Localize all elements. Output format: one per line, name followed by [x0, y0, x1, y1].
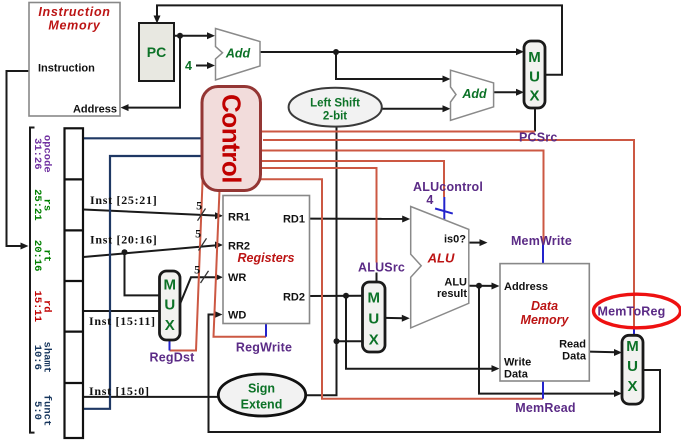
svg-text:25:21: 25:21 — [31, 189, 43, 221]
svg-text:Address: Address — [73, 104, 117, 116]
svg-text:10:6: 10:6 — [31, 345, 43, 370]
svg-text:M: M — [626, 338, 639, 355]
svg-text:Read: Read — [559, 339, 586, 351]
svg-text:M: M — [528, 49, 541, 66]
svg-text:Write: Write — [504, 357, 531, 369]
svg-text:Data: Data — [562, 351, 587, 363]
svg-text:M: M — [164, 277, 177, 294]
svg-text:Data: Data — [531, 299, 558, 313]
svg-text:PC: PC — [147, 44, 166, 60]
svg-text:RegWrite: RegWrite — [236, 341, 292, 355]
svg-text:Sign: Sign — [248, 382, 275, 396]
svg-text:rd: rd — [41, 300, 53, 313]
svg-text:4: 4 — [426, 193, 433, 207]
svg-text:Instruction: Instruction — [38, 5, 110, 19]
svg-text:Instruction: Instruction — [38, 63, 95, 75]
svg-text:Inst [25:21]: Inst [25:21] — [90, 193, 157, 207]
svg-text:rs: rs — [41, 199, 53, 212]
svg-text:is0?: is0? — [444, 234, 466, 246]
svg-text:shamt: shamt — [41, 342, 53, 374]
svg-text:RegDst: RegDst — [150, 351, 196, 365]
svg-text:5: 5 — [195, 227, 202, 241]
svg-text:Control: Control — [217, 94, 247, 183]
svg-text:RD1: RD1 — [283, 213, 305, 225]
svg-text:31:26: 31:26 — [31, 138, 43, 170]
svg-text:ALU: ALU — [427, 251, 455, 266]
svg-text:X: X — [627, 378, 637, 395]
svg-text:X: X — [369, 332, 379, 349]
svg-text:Add: Add — [461, 87, 487, 101]
svg-text:funct: funct — [41, 395, 53, 427]
svg-text:U: U — [529, 68, 540, 85]
svg-text:5:0: 5:0 — [31, 401, 43, 420]
svg-text:X: X — [165, 317, 175, 334]
svg-text:Registers: Registers — [238, 251, 295, 265]
svg-text:ALUSrc: ALUSrc — [358, 261, 405, 275]
svg-text:RD2: RD2 — [283, 291, 305, 303]
svg-text:rt: rt — [40, 249, 52, 262]
svg-text:2-bit: 2-bit — [323, 110, 347, 122]
svg-text:PCSrc: PCSrc — [519, 131, 558, 145]
svg-text:result: result — [437, 288, 467, 300]
svg-text:opcode: opcode — [41, 135, 53, 173]
svg-text:Inst [15:11]: Inst [15:11] — [89, 314, 156, 328]
svg-text:Address: Address — [504, 281, 548, 293]
svg-text:Left Shift: Left Shift — [310, 97, 360, 109]
svg-text:Extend: Extend — [241, 398, 283, 412]
svg-text:U: U — [368, 311, 379, 328]
svg-text:MemToReg: MemToReg — [597, 305, 665, 319]
svg-text:Inst [20:16]: Inst [20:16] — [90, 233, 157, 247]
svg-text:U: U — [164, 297, 175, 314]
svg-text:ALU: ALU — [444, 277, 467, 289]
svg-text:Data: Data — [504, 369, 529, 381]
svg-text:ALUcontrol: ALUcontrol — [413, 180, 483, 194]
svg-text:RR1: RR1 — [228, 212, 250, 224]
svg-text:M: M — [368, 290, 381, 307]
svg-text:WD: WD — [228, 310, 246, 322]
svg-text:X: X — [529, 87, 539, 104]
svg-text:20:16: 20:16 — [31, 240, 43, 272]
svg-text:Memory: Memory — [521, 313, 570, 327]
svg-text:Add: Add — [225, 47, 251, 61]
svg-text:15:11: 15:11 — [31, 291, 43, 323]
svg-text:5: 5 — [194, 263, 201, 277]
svg-text:4: 4 — [185, 59, 192, 73]
svg-text:RR2: RR2 — [228, 240, 250, 252]
svg-text:WR: WR — [228, 272, 246, 284]
svg-text:U: U — [627, 358, 638, 375]
svg-text:MemRead: MemRead — [515, 401, 575, 415]
svg-text:Memory: Memory — [48, 19, 100, 33]
svg-text:MemWrite: MemWrite — [511, 234, 572, 248]
svg-text:Inst [15:0]: Inst [15:0] — [89, 384, 150, 398]
svg-text:5: 5 — [196, 199, 203, 213]
